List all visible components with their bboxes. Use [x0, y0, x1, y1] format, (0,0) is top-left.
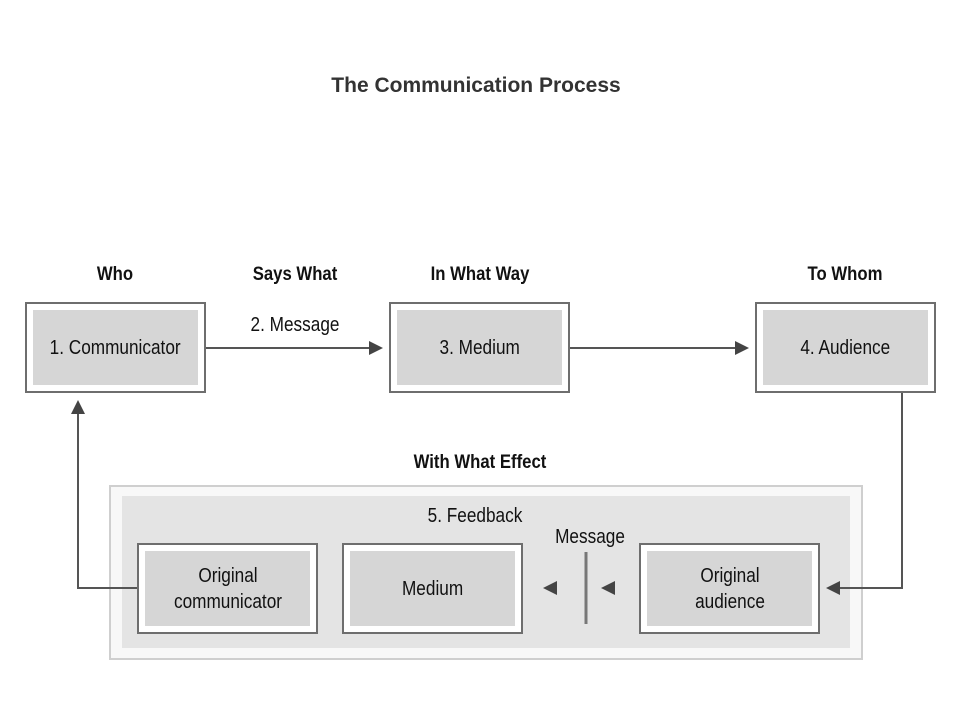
original-audience-box: Original audience [639, 543, 820, 634]
feedback-line-communicator [77, 413, 137, 589]
arrowhead-to-medium [369, 341, 383, 355]
diagram-title: The Communication Process [331, 74, 621, 97]
header-says-what: Says What [252, 264, 338, 285]
audience-box: 4. Audience [755, 302, 936, 393]
arrowhead-feedback-left [543, 581, 557, 595]
communicator-label: 1. Communicator [50, 336, 181, 359]
header-who: Who [96, 264, 134, 285]
feedback-label: 5. Feedback [427, 505, 523, 527]
feedback-line-audience [840, 393, 903, 589]
medium-box: 3. Medium [389, 302, 570, 393]
communicator-box: 1. Communicator [25, 302, 206, 393]
header-in-what-way: In What Way [430, 264, 530, 285]
header-with-what-effect: With What Effect [413, 452, 547, 473]
arrowhead-feedback-right [601, 581, 615, 595]
audience-label: 4. Audience [800, 336, 891, 359]
arrowhead-to-communicator [71, 400, 85, 414]
arrowhead-to-audience [735, 341, 749, 355]
header-to-whom: To Whom [807, 264, 883, 285]
original-communicator-box: Original communicator [137, 543, 318, 634]
original-audience-label: Original audience [694, 564, 765, 613]
feedback-medium-label: Medium [401, 577, 464, 600]
medium-label: 3. Medium [439, 336, 520, 359]
feedback-medium-box: Medium [342, 543, 523, 634]
message-label: 2. Message [250, 314, 340, 336]
original-communicator-label: Original communicator [173, 564, 282, 613]
arrowhead-into-original-audience [826, 581, 840, 595]
feedback-message-label: Message [555, 526, 625, 548]
